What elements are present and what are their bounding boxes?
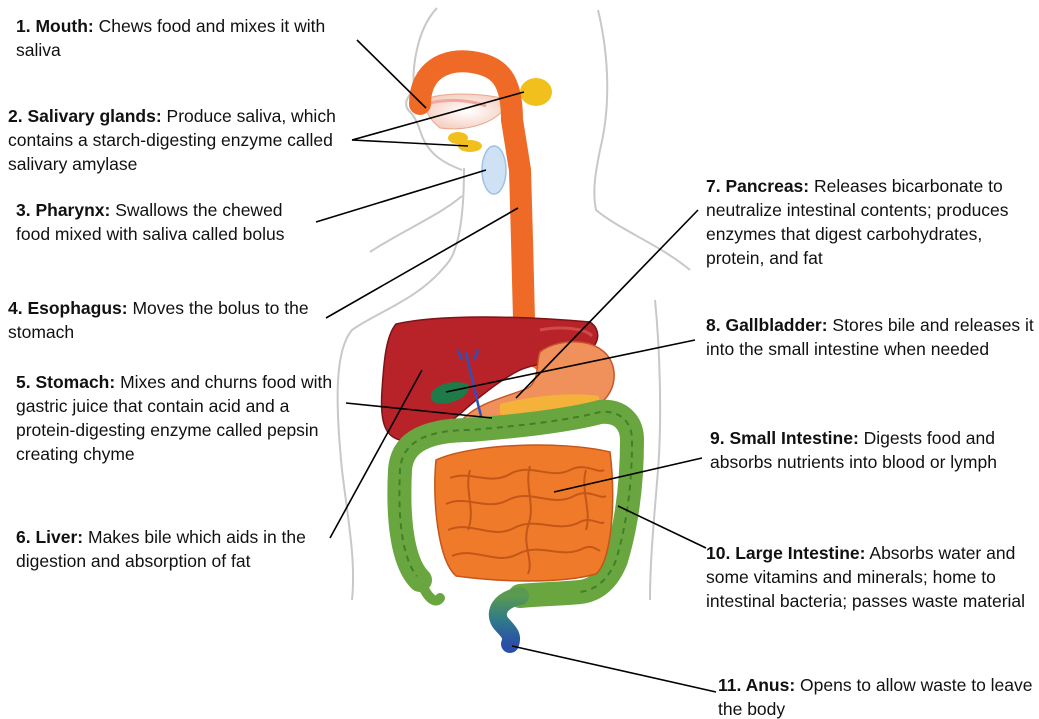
label-stomach-title: 5. Stomach: — [16, 372, 115, 392]
shoulder-left-outline — [370, 196, 462, 252]
leader-mouth — [357, 40, 426, 108]
neck-right-outline — [594, 10, 690, 270]
label-pharynx-title: 3. Pharynx: — [16, 200, 110, 220]
rectum-illustration — [498, 596, 520, 644]
label-mouth-title: 1. Mouth: — [16, 16, 94, 36]
label-liver-title: 6. Liver: — [16, 527, 83, 547]
label-anus: 11. Anus: Opens to allow waste to leave … — [718, 673, 1036, 719]
label-esophagus-title: 4. Esophagus: — [8, 298, 128, 318]
label-gallbladder-title: 8. Gallbladder: — [706, 315, 828, 335]
label-salivary-title: 2. Salivary glands: — [8, 106, 162, 126]
label-stomach: 5. Stomach: Mixes and churns food with g… — [16, 370, 351, 466]
small-intestine-illustration — [435, 445, 613, 581]
label-pancreas-title: 7. Pancreas: — [706, 176, 809, 196]
label-large-intestine: 10. Large Intestine: Absorbs water and s… — [706, 541, 1039, 613]
label-esophagus: 4. Esophagus: Moves the bolus to the sto… — [8, 296, 328, 344]
label-pancreas: 7. Pancreas: Releases bicarbonate to neu… — [706, 174, 1036, 270]
label-pharynx: 3. Pharynx: Swallows the chewed food mix… — [16, 198, 316, 246]
label-small-intestine-title: 9. Small Intestine: — [710, 428, 859, 448]
label-anus-title: 11. Anus: — [718, 675, 795, 695]
label-small-intestine: 9. Small Intestine: Digests food and abs… — [710, 426, 1035, 474]
label-liver: 6. Liver: Makes bile which aids in the d… — [16, 525, 336, 573]
torso-right-outline — [650, 300, 660, 600]
label-large-intestine-title: 10. Large Intestine: — [706, 543, 866, 563]
label-gallbladder: 8. Gallbladder: Stores bile and releases… — [706, 313, 1036, 361]
leader-esophagus — [326, 208, 518, 318]
leader-anus — [512, 646, 716, 692]
label-salivary-glands: 2. Salivary glands: Produce saliva, whic… — [8, 104, 353, 176]
label-mouth: 1. Mouth: Chews food and mixes it with s… — [16, 14, 356, 62]
